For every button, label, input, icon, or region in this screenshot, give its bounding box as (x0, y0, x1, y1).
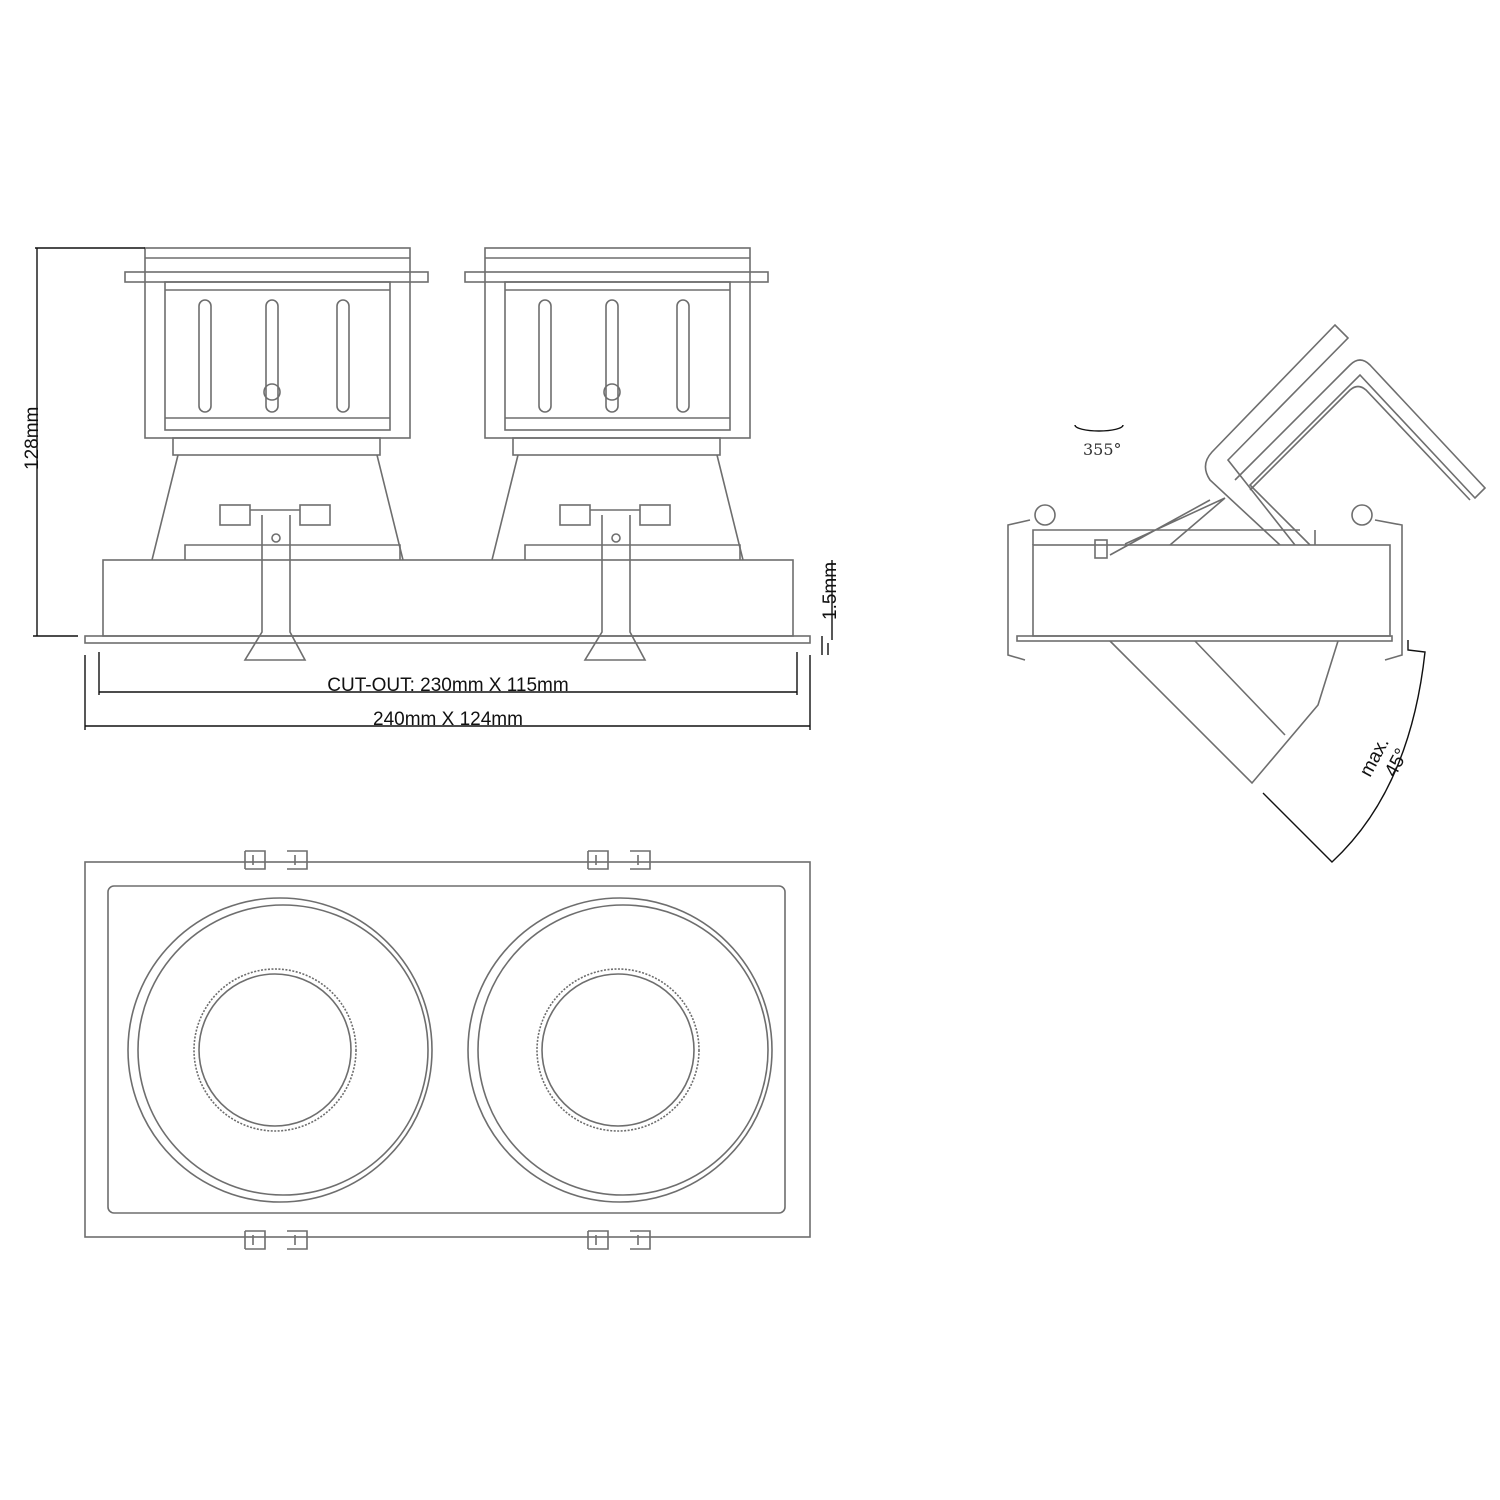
flange-dimension: 1.5mm (820, 562, 841, 620)
top-view (84, 850, 811, 1250)
cutout-dimension: CUT-OUT: 230mm X 115mm (327, 675, 568, 696)
overall-dimension: 240mm X 124mm (373, 709, 523, 730)
rotation-label: 355° (1083, 440, 1122, 459)
dimension-lines (33, 247, 833, 730)
front-view (84, 247, 811, 661)
height-dimension: 128mm (22, 407, 43, 470)
side-view (1007, 323, 1487, 863)
